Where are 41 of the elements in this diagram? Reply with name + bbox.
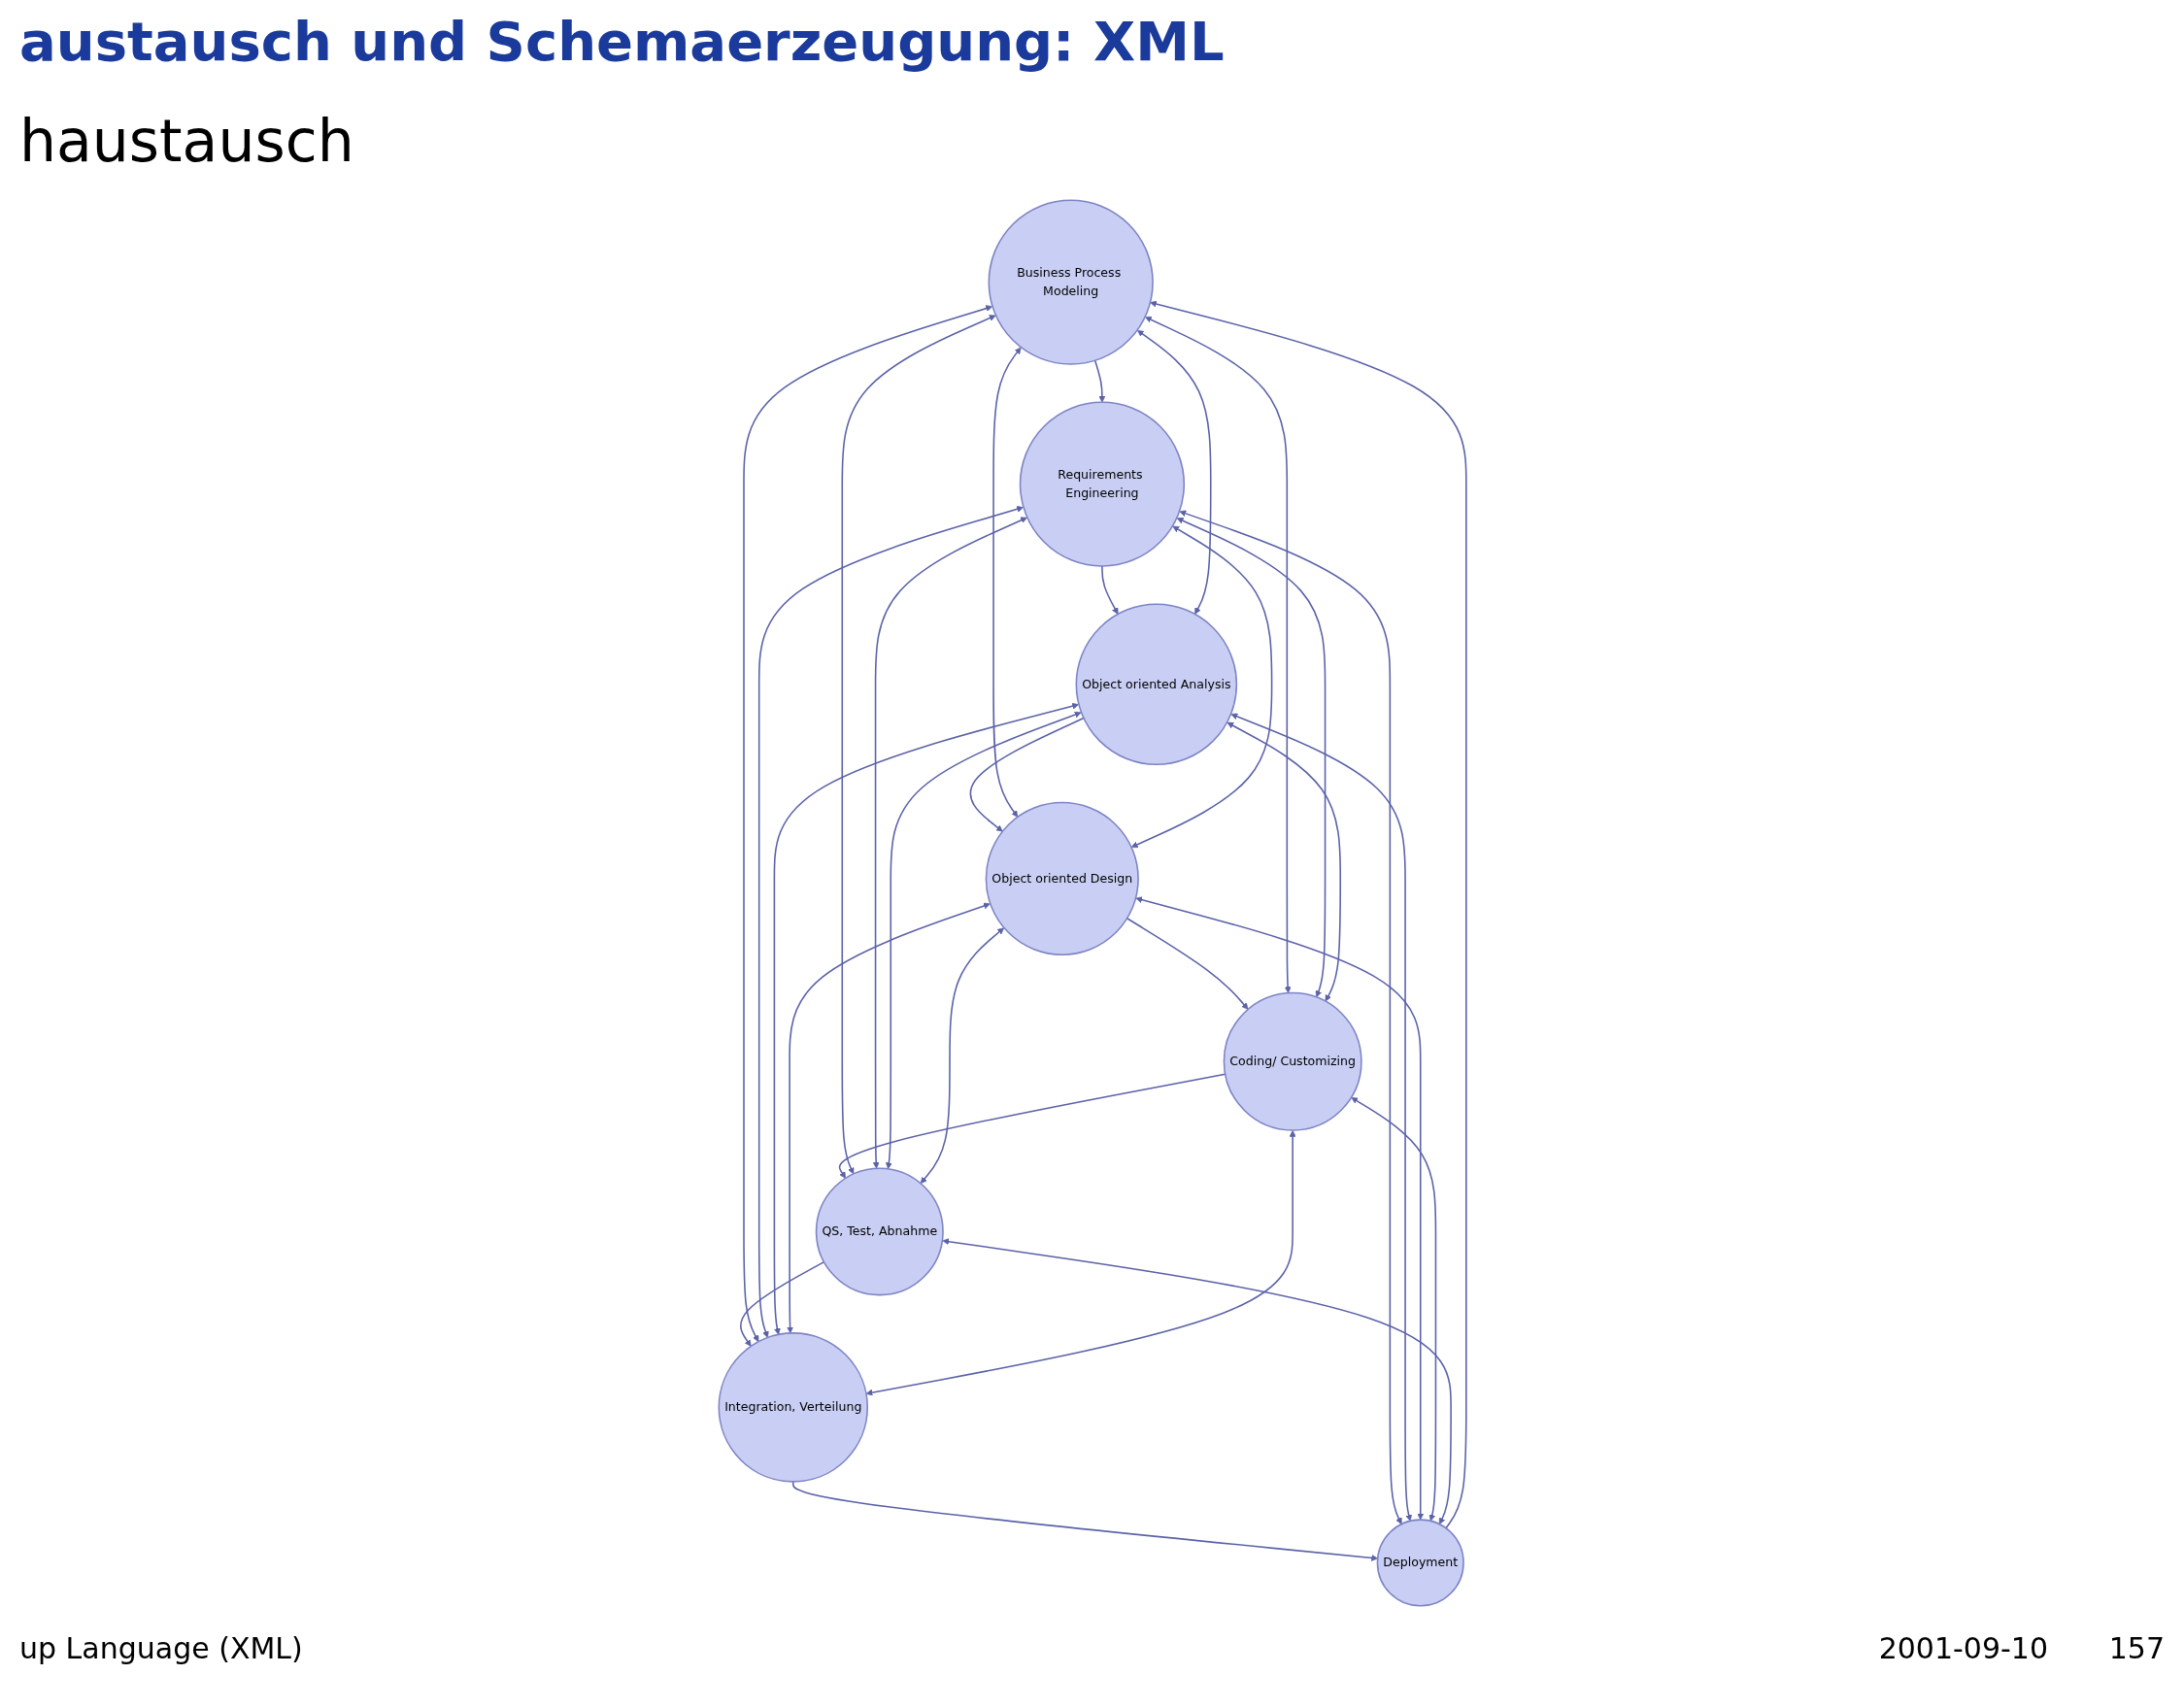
- node-circle: Business Process Modeling: [988, 199, 1154, 365]
- node-circle: QS, Test, Abnahme: [815, 1167, 944, 1296]
- arrow: [773, 702, 1079, 1335]
- arrow: [1179, 510, 1402, 1524]
- arrow: [1093, 359, 1106, 403]
- arrow: [1351, 1097, 1437, 1522]
- footer-text: up Language (XML): [19, 1631, 303, 1665]
- arrow: [757, 506, 1024, 1338]
- arrow: [1135, 896, 1425, 1521]
- arrow: [1226, 721, 1341, 1002]
- node-circle: Object oriented Analysis: [1075, 603, 1238, 766]
- arrow: [1176, 518, 1327, 998]
- arrow: [1230, 713, 1412, 1522]
- arrow: [743, 305, 992, 1343]
- arrow: [1130, 525, 1273, 849]
- page-number: 157: [2108, 1631, 2165, 1665]
- footer-date: 2001-09-10: [1878, 1631, 2048, 1665]
- arrow: [841, 315, 996, 1175]
- node-circle: Deployment: [1376, 1519, 1464, 1607]
- arrow: [739, 1260, 825, 1347]
- arrow: [865, 1129, 1296, 1396]
- arrow: [838, 1073, 1226, 1179]
- node-circle: Requirements Engineering: [1019, 401, 1185, 567]
- arrow: [1126, 918, 1249, 1010]
- slide-subtitle: haustausch: [19, 107, 354, 175]
- arrow: [969, 717, 1085, 832]
- arrow: [920, 927, 1004, 1185]
- arrow: [1136, 329, 1212, 615]
- slide-title: austausch und Schemaerzeugung: XML: [19, 10, 1225, 73]
- arrow: [791, 1481, 1378, 1561]
- arrow: [787, 902, 991, 1334]
- node-circle: Object oriented Design: [985, 801, 1139, 956]
- node-circle: Coding/ Customizing: [1223, 991, 1362, 1131]
- arrow: [885, 711, 1082, 1170]
- arrow: [1145, 317, 1292, 993]
- arrow: [942, 1238, 1452, 1524]
- arrow: [1101, 565, 1119, 615]
- arrow: [872, 517, 1027, 1169]
- arrow: [992, 347, 1022, 818]
- arrow: [1150, 300, 1467, 1529]
- node-circle: Integration, Verteilung: [718, 1332, 868, 1483]
